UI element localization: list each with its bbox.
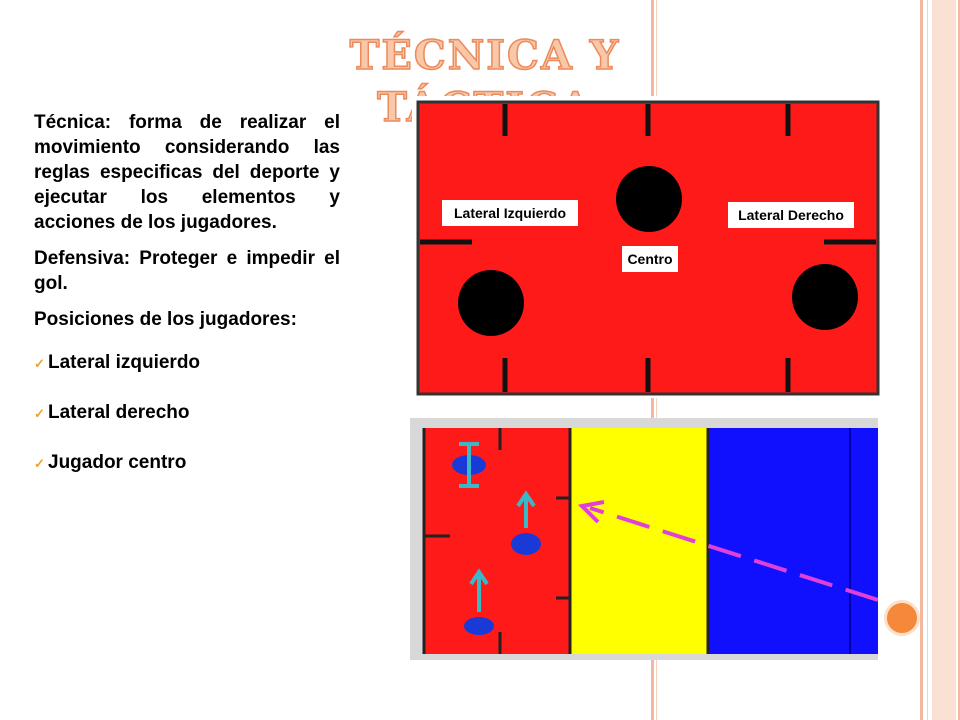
paragraph-defensiva: Defensiva: Proteger e impedir el gol. <box>34 248 340 294</box>
decorative-line <box>920 0 923 720</box>
label-lateral-derecho: Lateral Derecho <box>738 207 844 223</box>
list-item: ✓Jugador centro <box>34 450 340 476</box>
player-center <box>616 166 682 232</box>
paragraph-posiciones: Posiciones de los jugadores: <box>34 309 297 330</box>
body-text: Técnica: forma de realizar el movimiento… <box>34 110 340 500</box>
zone-blue <box>708 428 878 654</box>
list-item-label: Lateral derecho <box>48 402 190 423</box>
check-icon: ✓ <box>34 356 45 371</box>
decorative-line <box>958 0 960 720</box>
label-box <box>728 202 854 228</box>
check-icon: ✓ <box>34 456 45 471</box>
court-positions-diagram: Lateral Izquierdo Lateral Derecho Centro <box>412 96 882 398</box>
player-left <box>458 270 524 336</box>
decorative-line <box>927 0 928 720</box>
label-lateral-izquierdo: Lateral Izquierdo <box>454 205 566 221</box>
positions-list: ✓Lateral izquierdo ✓Lateral derecho ✓Jug… <box>34 350 340 476</box>
label-box <box>442 200 578 226</box>
label-centro: Centro <box>627 251 672 267</box>
list-item: ✓Lateral derecho <box>34 400 340 426</box>
accent-circle <box>884 600 920 636</box>
decorative-band <box>932 0 956 720</box>
list-item-label: Jugador centro <box>48 452 187 473</box>
tactic-diagram <box>410 418 878 660</box>
list-item: ✓Lateral izquierdo <box>34 350 340 376</box>
check-icon: ✓ <box>34 406 45 421</box>
paragraph-tecnica: Técnica: forma de realizar el movimiento… <box>34 112 340 233</box>
player-blue <box>464 617 494 635</box>
label-box <box>622 246 678 272</box>
player-blue <box>511 533 541 555</box>
zone-red <box>424 428 570 654</box>
player-right <box>792 264 858 330</box>
zone-yellow <box>570 428 708 654</box>
list-item-label: Lateral izquierdo <box>48 352 201 373</box>
pass-arrow <box>589 506 878 602</box>
